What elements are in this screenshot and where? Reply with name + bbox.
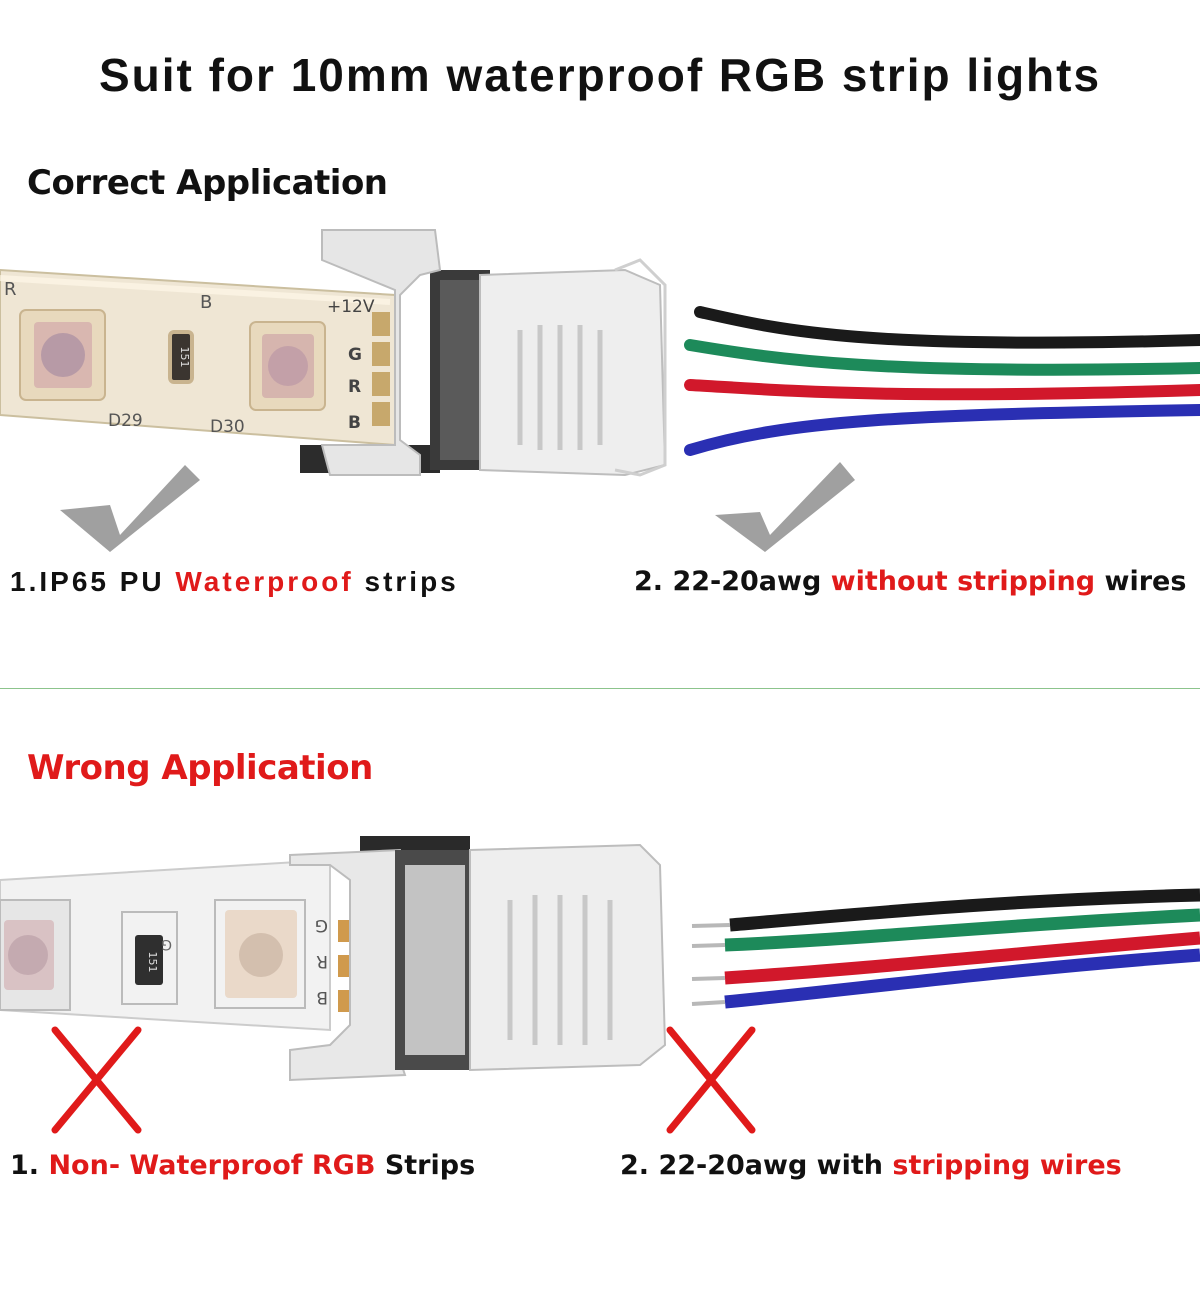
- wrong-heading: Wrong Application: [27, 748, 373, 788]
- strip-label-resistor: 151: [178, 347, 191, 368]
- cross-mark-icon: [51, 1026, 142, 1134]
- correct-item-1: 1.IP65 PU Waterproof strips: [10, 566, 459, 598]
- wrong-item-2-highlight: stripping wires: [892, 1150, 1122, 1181]
- strip-label-b-2: B: [316, 987, 328, 1007]
- strip-label-res-g: G: [161, 936, 172, 952]
- correct-item-1-post: strips: [353, 566, 459, 597]
- wrong-illustration: 151 G G R B: [0, 836, 1200, 1134]
- strip-label-r-top: R: [4, 279, 17, 300]
- strip-label-d29: D29: [108, 411, 143, 431]
- section-divider: [0, 688, 1200, 689]
- wrong-item-1-post: Strips: [375, 1150, 476, 1181]
- waterproof-strip: 151 R B D29 D30 +12V G R B: [0, 268, 396, 447]
- correct-item-2-highlight: without stripping: [830, 566, 1096, 597]
- wrong-item-1-highlight: Non- Waterproof RGB: [48, 1150, 376, 1181]
- wrong-item-2-pre: 2. 22-20awg with: [620, 1150, 893, 1181]
- strip-label-b-top: B: [200, 292, 212, 313]
- correct-item-1-highlight: Waterproof: [175, 566, 354, 597]
- check-mark-icon: [715, 462, 855, 552]
- strip-connector: [300, 229, 667, 477]
- unstripped-wires: [684, 306, 1200, 456]
- correct-item-1-pre: IP65 PU: [39, 566, 176, 597]
- strip-label-g: G: [348, 345, 362, 365]
- check-mark-icon: [60, 465, 200, 552]
- correct-item-2-post: wires: [1095, 566, 1187, 597]
- correct-item-1-number: 1.: [10, 566, 40, 597]
- correct-item-2: 2. 22-20awg without stripping wires: [634, 566, 1186, 597]
- strip-label-12v: +12V: [327, 297, 375, 317]
- correct-heading: Correct Application: [27, 163, 388, 203]
- strip-label-b: B: [348, 413, 361, 433]
- strip-label-d30: D30: [210, 417, 245, 437]
- correct-item-2-pre: 2. 22-20awg: [634, 566, 831, 597]
- wrong-item-2: 2. 22-20awg with stripping wires: [620, 1150, 1122, 1181]
- page-title: Suit for 10mm waterproof RGB strip light…: [98, 49, 1102, 101]
- cross-mark-icon: [666, 1026, 756, 1134]
- wrong-item-1-pre: 1.: [10, 1150, 49, 1181]
- strip-label-r-2: R: [316, 951, 328, 971]
- strip-connector-2: [289, 836, 667, 1082]
- wrong-item-1: 1. Non- Waterproof RGB Strips: [10, 1150, 475, 1181]
- correct-illustration: 151 R B D29 D30 +12V G R B: [0, 229, 1200, 552]
- stripped-wires: [691, 888, 1200, 1009]
- strip-label-g-2: G: [315, 915, 328, 935]
- strip-label-r: R: [348, 377, 361, 397]
- non-waterproof-strip: 151 G G R B: [0, 858, 358, 1032]
- strip-label-resistor-2: 151: [146, 952, 159, 973]
